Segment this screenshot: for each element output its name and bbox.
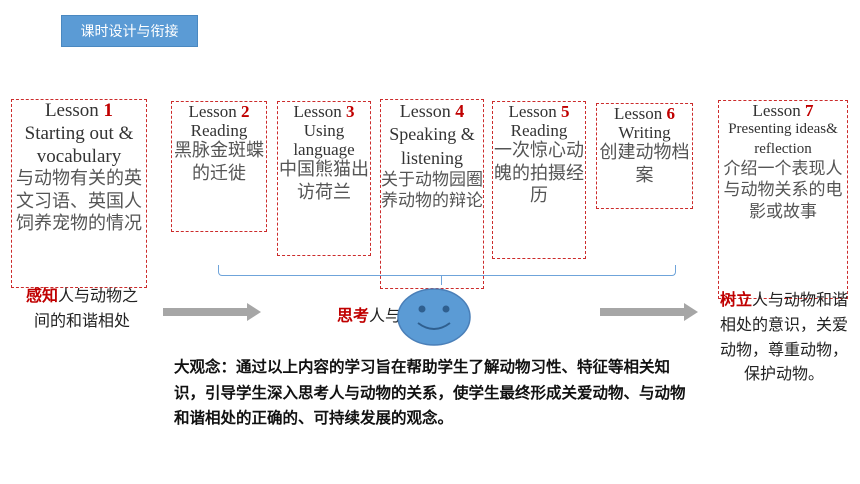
perceive-stage-text: 感知人与动物之间的和谐相处 [18, 284, 146, 334]
build-keyword: 树立 [719, 290, 752, 309]
lesson-topic: 黑脉金斑蝶的迁徙 [174, 140, 264, 184]
lesson-type: Reading [190, 121, 248, 141]
lesson-label: Lesson [752, 101, 801, 120]
right-arrow-icon [163, 303, 261, 321]
lesson-3-box: Lesson 3 Using language 中国熊猫出访荷兰 [277, 101, 371, 256]
lesson-type: Using language [293, 121, 355, 160]
lesson-type: Starting out & vocabulary [24, 122, 134, 167]
lesson-type: Presenting ideas& reflection [728, 121, 838, 157]
lesson-number: 2 [240, 102, 250, 121]
section-title-tag: 课时设计与衔接 [61, 15, 198, 47]
lesson-topic: 介绍一个表现人与动物关系的电影或故事 [723, 159, 843, 222]
lesson-number: 5 [560, 102, 570, 121]
lesson-number: 1 [103, 100, 114, 121]
lesson-number: 6 [666, 104, 675, 123]
lesson-1-box: Lesson 1 Starting out & vocabulary 与动物有关… [11, 99, 147, 288]
lessons-grouping-bracket [218, 265, 676, 276]
lesson-topic: 一次惊心动魄的拍摄经历 [494, 140, 584, 207]
lesson-type: Speaking & listening [389, 124, 475, 168]
perceive-description: 人与动物之间的和谐相处 [33, 286, 139, 330]
lesson-number: 4 [455, 101, 465, 121]
lesson-label: Lesson [188, 102, 237, 121]
think-keyword: 思考 [337, 306, 370, 325]
lesson-7-box: Lesson 7 Presenting ideas& reflection 介绍… [718, 100, 848, 299]
lesson-label: Lesson [508, 102, 557, 121]
lesson-number: 3 [345, 102, 355, 121]
lesson-type: Writing [618, 123, 671, 143]
lesson-6-box: Lesson 6 Writing 创建动物档案 [596, 103, 693, 209]
lesson-label: Lesson [614, 104, 663, 123]
lesson-label: Lesson [293, 102, 342, 121]
perceive-keyword: 感知 [25, 286, 58, 305]
build-stage-text: 树立人与动物和谐相处的意识，关爱动物，尊重动物，保护动物。 [713, 288, 855, 387]
big-idea-paragraph: 大观念：通过以上内容的学习旨在帮助学生了解动物习性、特征等相关知识，引导学生深入… [174, 358, 686, 428]
lesson-label: Lesson [399, 101, 451, 121]
lesson-label: Lesson [44, 100, 99, 121]
lesson-type: Reading [510, 121, 568, 141]
lesson-5-box: Lesson 5 Reading 一次惊心动魄的拍摄经历 [492, 101, 586, 259]
build-description: 人与动物和谐相处的意识，关爱动物，尊重动物，保护动物。 [719, 290, 849, 384]
lesson-topic: 中国熊猫出访荷兰 [279, 159, 369, 203]
bracket-stem [441, 275, 442, 285]
lesson-2-box: Lesson 2 Reading 黑脉金斑蝶的迁徙 [171, 101, 267, 232]
lesson-topic: 关于动物园圈养动物的辩论 [381, 170, 483, 212]
lesson-number: 7 [804, 101, 814, 120]
lesson-4-box: Lesson 4 Speaking & listening 关于动物园圈养动物的… [380, 99, 484, 289]
smiley-face-icon [397, 288, 471, 346]
lesson-topic: 与动物有关的英文习语、英国人饲养宠物的情况 [16, 168, 142, 235]
right-arrow-icon [600, 303, 698, 321]
lesson-topic: 创建动物档案 [599, 142, 690, 186]
